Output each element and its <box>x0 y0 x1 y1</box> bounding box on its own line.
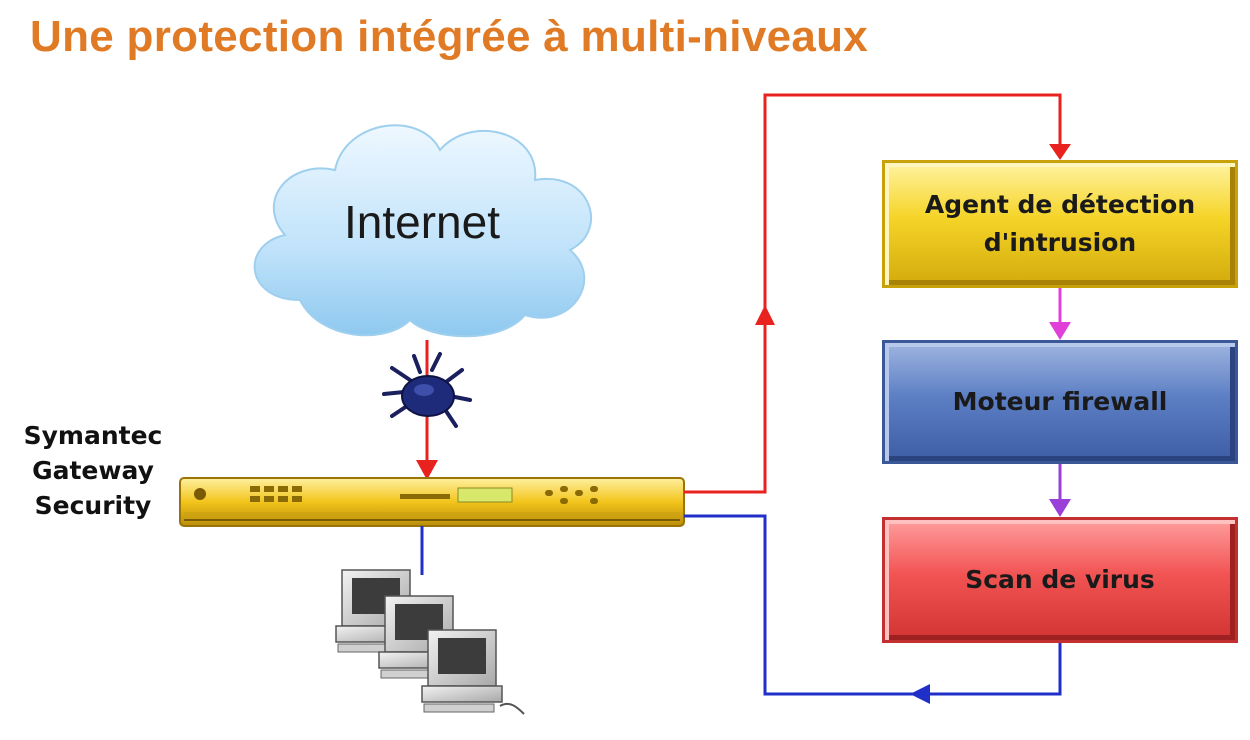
ids-box: Agent de détection d'intrusion <box>882 160 1238 288</box>
firewall-box-label: Moteur firewall <box>952 387 1168 416</box>
firewall-box: Moteur firewall <box>882 340 1238 464</box>
gateway-to-ids-arrow <box>684 93 1071 494</box>
gateway-label-line: Security <box>34 491 152 520</box>
gateway-appliance-icon <box>179 477 685 527</box>
page-title: Une protection intégrée à multi-niveaux <box>30 12 869 61</box>
virus-scan-box-label: Scan de virus <box>965 565 1155 594</box>
ids-box-label-line: d'intrusion <box>983 228 1137 257</box>
virus-scan-box: Scan de virus <box>882 517 1238 643</box>
ids-to-firewall-arrow <box>1049 288 1071 340</box>
gateway-label-line: Gateway <box>32 456 154 485</box>
virus-to-gateway-arrow <box>684 514 1062 704</box>
computer-icon <box>335 569 525 715</box>
firewall-to-virus-arrow <box>1049 464 1071 517</box>
cloud-icon <box>253 124 592 338</box>
internet-label: Internet <box>344 196 500 248</box>
bug-icon <box>382 352 472 428</box>
gateway-label: Symantec Gateway Security <box>8 418 178 523</box>
gateway-label-line: Symantec <box>23 421 163 450</box>
ids-box-label-line: Agent de détection <box>924 190 1196 219</box>
